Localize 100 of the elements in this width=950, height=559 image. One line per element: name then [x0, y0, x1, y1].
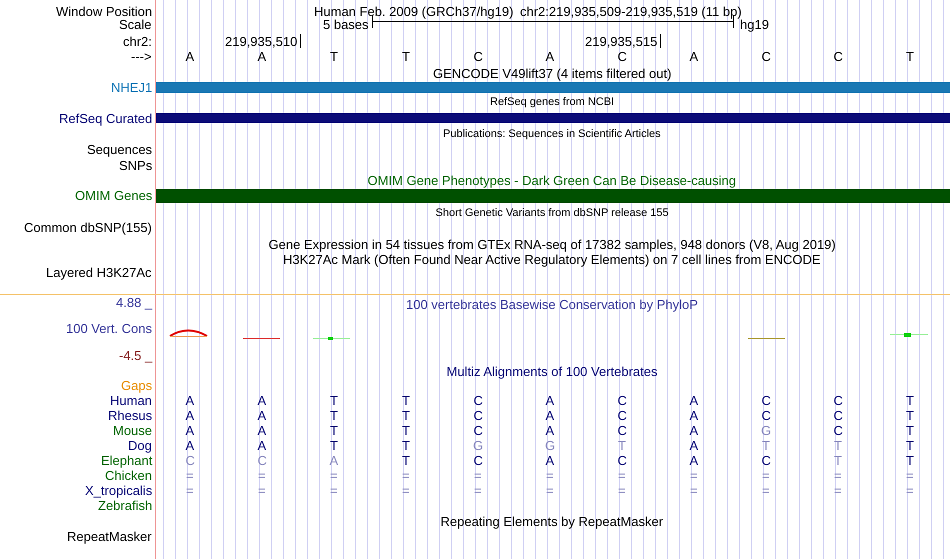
alignment-base: A [690, 392, 698, 408]
alignment-base: A [186, 392, 194, 408]
alignment-base: T [834, 438, 842, 452]
alignment-base: C [834, 392, 843, 408]
track-label: RepeatMasker [67, 528, 152, 544]
track-title: OMIM Gene Phenotypes - Dark Green Can Be Disease-causing [368, 172, 736, 188]
track-label: Window Position [56, 4, 152, 18]
alignment-base: A [186, 438, 194, 452]
alignment-base: C [762, 408, 771, 422]
alignment-base: T [330, 438, 338, 452]
track-label: Rhesus [108, 408, 152, 422]
alignment-base: = [186, 468, 194, 482]
track-title: H3K27Ac Mark (Often Found Near Active Regulatory Elements) on 7 cell lines from ENCODE [283, 252, 821, 266]
alignment-base: T [834, 452, 842, 468]
alignment-base: T [402, 392, 410, 408]
gene-bar [156, 189, 950, 203]
alignment-base: T [618, 438, 626, 452]
position-text: chr2:219,935,509-219,935,519 (11 bp) [520, 4, 742, 18]
alignment-base: T [330, 392, 338, 408]
track-label: Elephant [101, 452, 152, 468]
base-letter: C [762, 48, 771, 64]
track-label: RefSeq Curated [59, 110, 152, 126]
base-letter: C [834, 48, 843, 64]
track-label: NHEJ1 [111, 80, 152, 94]
alignment-base: T [906, 438, 914, 452]
base-letter: T [402, 48, 410, 64]
track-label: Mouse [113, 422, 152, 438]
track-label: OMIM Genes [75, 188, 152, 202]
axis-label: -4.5 _ [119, 348, 152, 362]
gene-bar [156, 113, 950, 123]
track-label: Zebrafish [98, 498, 152, 512]
alignment-base: = [762, 468, 770, 482]
alignment-base: A [690, 452, 698, 468]
alignment-base: = [474, 482, 482, 498]
base-letter: C [474, 48, 483, 64]
track-label: Scale [119, 16, 152, 32]
track-label: ---> [131, 48, 152, 64]
alignment-base: T [762, 438, 770, 452]
track-label: chr2: [123, 34, 152, 48]
coordinate-label: 219,935,510 [225, 34, 298, 48]
gene-bar [156, 82, 950, 93]
base-letter: A [546, 48, 554, 64]
axis-label: 4.88 _ [116, 294, 152, 310]
alignment-base: = [402, 468, 410, 482]
alignment-base: = [402, 482, 410, 498]
base-letter: T [906, 48, 914, 64]
alignment-base: = [834, 482, 842, 498]
alignment-base: A [546, 392, 554, 408]
alignment-base: T [402, 422, 410, 438]
alignment-base: T [402, 452, 410, 468]
alignment-base: A [186, 422, 194, 438]
alignment-base: T [330, 422, 338, 438]
alignment-base: A [546, 452, 554, 468]
alignment-base: C [474, 422, 483, 438]
alignment-base: C [618, 408, 627, 422]
alignment-base: A [690, 438, 698, 452]
alignment-base: = [690, 482, 698, 498]
alignment-base: T [906, 392, 914, 408]
alignment-base: = [834, 468, 842, 482]
alignment-base: = [762, 482, 770, 498]
alignment-base: T [330, 408, 338, 422]
alignment-base: C [834, 408, 843, 422]
track-label: Common dbSNP(155) [24, 220, 152, 234]
alignment-base: = [330, 468, 338, 482]
assembly-text: hg19 [740, 16, 769, 32]
track-title: Gene Expression in 54 tissues from GTEx RNA-seq of 17382 samples, 948 donors (V8, Aug 2019) [268, 236, 836, 252]
alignment-base: A [186, 408, 194, 422]
alignment-base: C [618, 452, 627, 468]
alignment-base: A [258, 408, 266, 422]
alignment-base: T [402, 408, 410, 422]
alignment-base: = [618, 482, 626, 498]
track-label: Chicken [105, 468, 152, 482]
alignment-base: A [546, 422, 554, 438]
alignment-base: = [690, 468, 698, 482]
alignment-base: A [690, 408, 698, 422]
coordinate-label: 219,935,515 [585, 34, 658, 48]
track-title: Short Genetic Variants from dbSNP release 155 [436, 206, 669, 220]
track-label: SNPs [119, 158, 152, 172]
alignment-base: A [258, 438, 266, 452]
alignment-base: = [546, 468, 554, 482]
scale-label: 5 bases [323, 16, 369, 32]
assembly-text: Human Feb. 2009 (GRCh37/hg19) [314, 4, 514, 18]
track-label: Dog [128, 438, 152, 452]
track-title: 100 vertebrates Basewise Conservation by PhyloP [406, 296, 698, 312]
alignment-base: C [186, 452, 195, 468]
track-label: 100 Vert. Cons [66, 320, 152, 336]
alignment-base: A [258, 392, 266, 408]
alignment-base: T [402, 438, 410, 452]
alignment-base: C [618, 392, 627, 408]
track-title: Multiz Alignments of 100 Vertebrates [446, 364, 658, 378]
alignment-base: = [186, 482, 194, 498]
base-letter: A [186, 48, 194, 64]
alignment-base: C [762, 392, 771, 408]
track-label: Sequences [87, 142, 152, 156]
alignment-base: C [474, 392, 483, 408]
base-letter: A [258, 48, 266, 64]
base-letter: T [330, 48, 338, 64]
alignment-base: = [258, 482, 266, 498]
track-title: Publications: Sequences in Scientific Articles [443, 128, 661, 140]
base-letter: A [690, 48, 698, 64]
